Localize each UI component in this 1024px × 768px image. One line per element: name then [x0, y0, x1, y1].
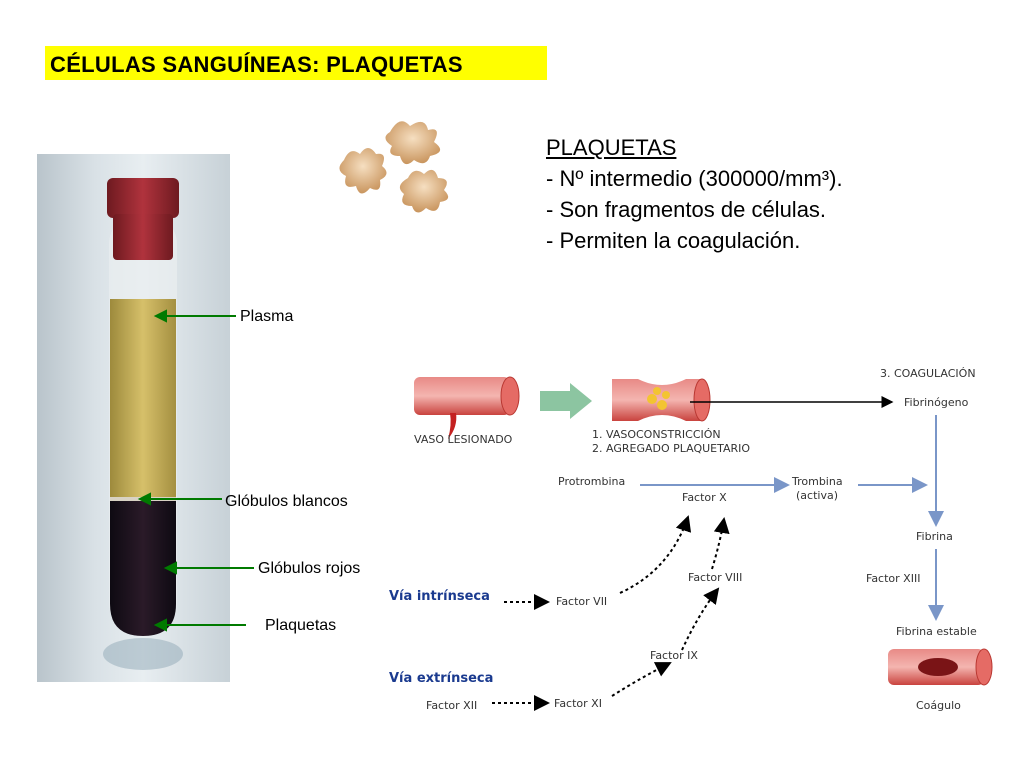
- platelets-info: PLAQUETAS - Nº intermedio (300000/mm³). …: [546, 132, 843, 256]
- clot-label: Coágulo: [916, 699, 961, 712]
- factor-ix-label: Factor IX: [650, 649, 698, 662]
- platelets-label: Plaquetas: [265, 617, 337, 634]
- platelets-illustration: [339, 121, 449, 213]
- platelets-count-line: - Nº intermedio (300000/mm³).: [546, 166, 843, 191]
- fibrin-label: Fibrina: [916, 530, 953, 543]
- injured-vessel-icon: [414, 376, 520, 439]
- injured-vessel-label: VASO LESIONADO: [414, 433, 513, 446]
- white-cells-label: Glóbulos blancos: [225, 493, 348, 510]
- page-title: CÉLULAS SANGUÍNEAS: PLAQUETAS: [50, 52, 463, 77]
- extrinsic-pathway-label: Vía extrínseca: [389, 671, 493, 686]
- tube-label-arrows: [137, 309, 254, 632]
- red-cells-label: Glóbulos rojos: [258, 560, 361, 577]
- step1-label: 1. VASOCONSTRICCIÓN: [592, 428, 721, 441]
- factor-xi-label: Factor XI: [554, 697, 602, 710]
- title-highlight: [45, 46, 547, 80]
- factor-xii-label: Factor XII: [426, 699, 477, 712]
- constricted-vessel-icon: [612, 378, 711, 422]
- factor-vii-label: Factor VII: [556, 595, 607, 608]
- plasma-label: Plasma: [240, 308, 294, 325]
- platelets-fragments-line: - Son fragmentos de células.: [546, 197, 827, 222]
- factor-x-label: Factor X: [682, 491, 727, 504]
- factor-xiii-label: Factor XIII: [866, 572, 920, 585]
- fibrinogen-label: Fibrinógeno: [904, 396, 969, 409]
- platelets-heading: PLAQUETAS: [546, 135, 677, 160]
- step2-label: 2. AGREGADO PLAQUETARIO: [592, 442, 750, 455]
- test-tube-photo: [37, 154, 230, 682]
- clot-vessel-icon: [888, 648, 993, 686]
- thrombin-note: (activa): [796, 489, 838, 502]
- intrinsic-pathway-label: Vía intrínseca: [389, 589, 490, 604]
- stable-fibrin-label: Fibrina estable: [896, 625, 977, 638]
- platelets-coagulation-line: - Permiten la coagulación.: [546, 228, 801, 253]
- thrombin-label: Trombina: [791, 475, 843, 488]
- step3-label: 3. COAGULACIÓN: [880, 367, 976, 380]
- coagulation-diagram: VASO LESIONADO 1. VASOCONSTRICCIÓN 2. AG…: [389, 367, 993, 712]
- flow-arrow-icon: [540, 383, 592, 419]
- prothrombin-label: Protrombina: [558, 475, 625, 488]
- factor-viii-label: Factor VIII: [688, 571, 742, 584]
